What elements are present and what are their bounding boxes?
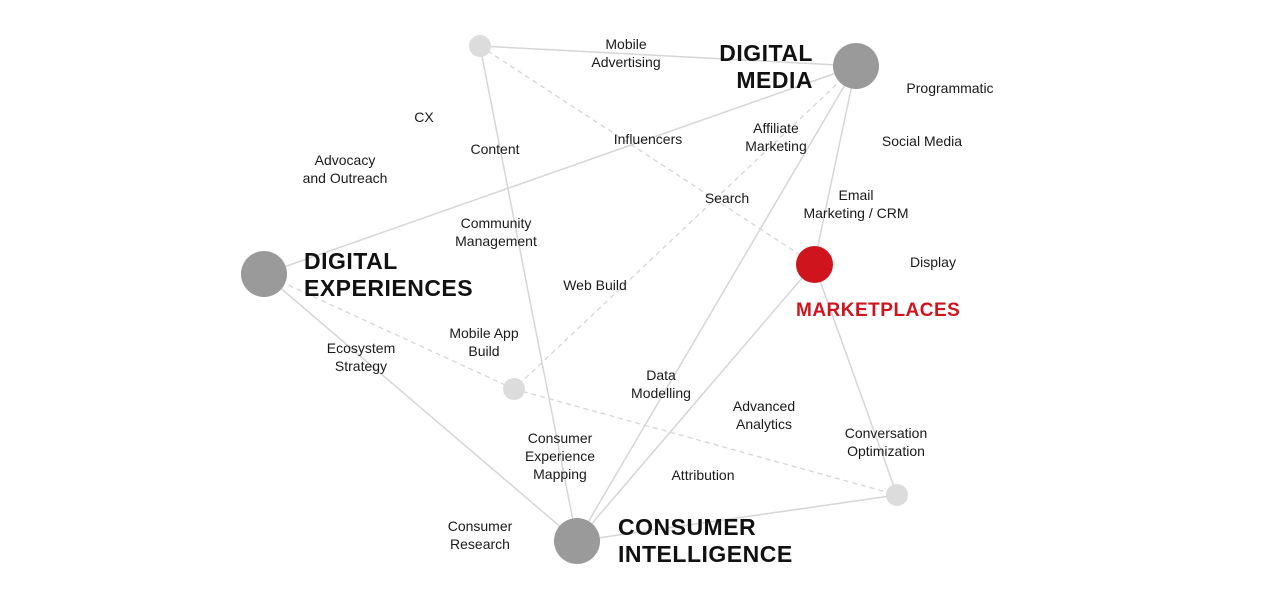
edge-marketplaces-to-consumer-intelligence [576,263,815,542]
edge-consumer-intelligence-to-bottom-right [576,494,898,542]
label-data-modelling: Data Modelling [631,367,691,401]
edge-top-to-digital-media [479,45,857,67]
label-mobile-app-build: Mobile App Build [449,325,519,359]
label-social-media: Social Media [881,133,963,149]
label-search: Search [704,190,750,206]
node-digital-media [833,43,879,89]
label-advanced-analytics: Advanced Analytics [732,398,796,432]
hub-label-digital-media: DIGITAL MEDIA [719,40,813,93]
label-display: Display [910,254,956,270]
hub-label-digital-experiences: DIGITAL EXPERIENCES [304,248,474,301]
node-bottom-right-minor [886,484,908,506]
node-marketplaces [796,246,833,283]
label-attribution: Attribution [671,467,735,483]
label-web-build: Web Build [563,277,627,293]
edge-digital-media-to-middle-dashed [513,65,857,390]
label-programmatic: Programmatic [906,80,994,96]
node-consumer-intelligence [554,518,600,564]
node-digital-experiences [241,251,287,297]
label-conversation-optimization: Conversation Optimization [844,425,928,459]
label-content: Content [470,141,520,157]
edge-digital-experiences-to-consumer-intelligence [263,273,578,542]
label-community-management: Community Management [455,215,537,249]
edge-digital-media-to-marketplaces [813,65,857,265]
label-advocacy-outreach: Advocacy and Outreach [302,152,388,186]
edge-top-to-consumer-intelligence [479,45,578,542]
hub-label-consumer-intelligence: CONSUMER INTELLIGENCE [618,514,793,567]
hub-label-marketplaces: MARKETPLACES [796,300,961,321]
label-consumer-experience-mapping: Consumer Experience Mapping [524,430,596,482]
label-mobile-advertising: Mobile Advertising [591,36,661,70]
edge-digital-experiences-to-middle-dashed [263,273,515,390]
edge-digital-media-to-consumer-intelligence [576,65,857,542]
label-affiliate-marketing: Affiliate Marketing [745,120,807,154]
edge-digital-experiences-to-digital-media [263,65,857,275]
edge-marketplaces-to-bottom-right [813,263,898,496]
label-cx: CX [414,109,434,125]
label-influencers: Influencers [613,131,683,147]
label-consumer-research: Consumer Research [447,518,513,552]
label-ecosystem-strategy: Ecosystem Strategy [326,340,396,374]
edge-middle-to-bottom-right-dashed [513,388,898,496]
label-email-marketing-crm: Email Marketing / CRM [803,187,909,221]
node-top-minor [469,35,491,57]
edge-top-to-marketplaces-dashed [479,45,815,265]
node-middle-minor [503,378,525,400]
